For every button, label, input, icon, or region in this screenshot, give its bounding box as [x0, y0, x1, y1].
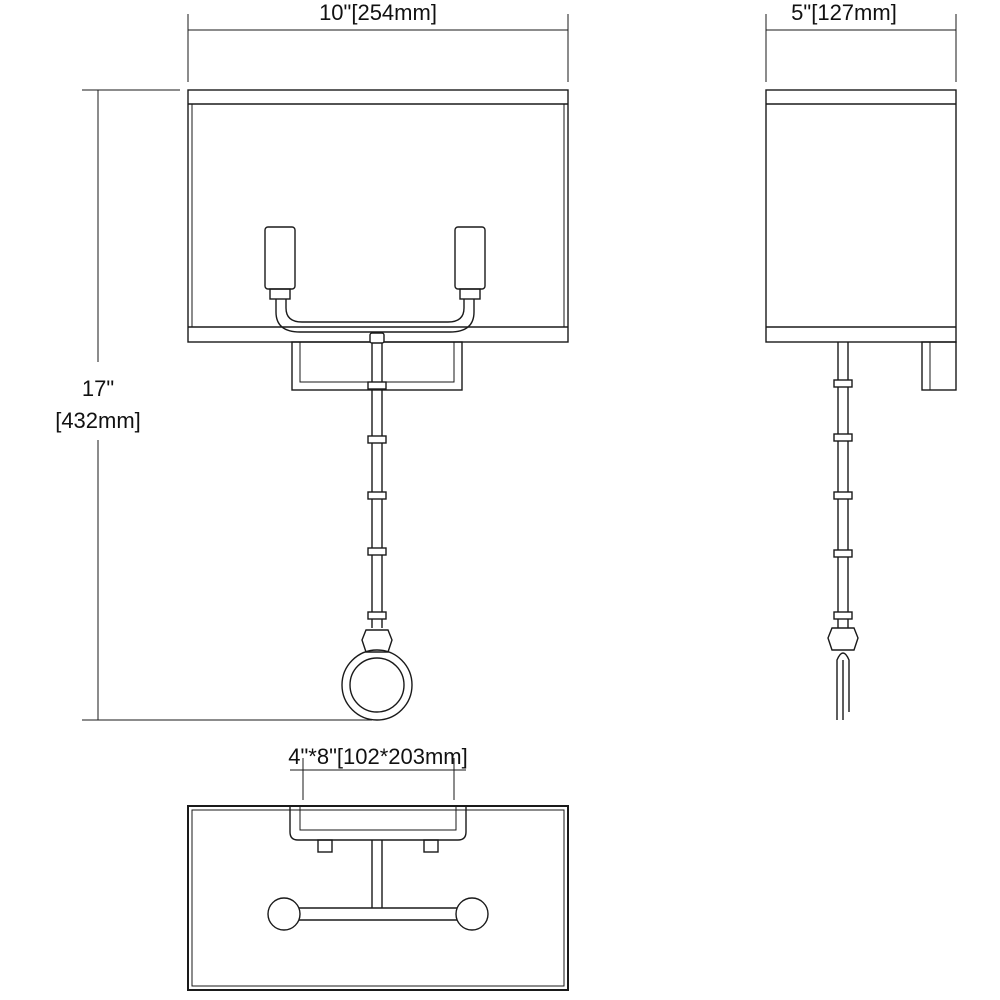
front-width-dimension: 10"[254mm]	[187, 0, 569, 82]
top-view: 4"*8"[102*203mm]	[187, 744, 569, 991]
front-shade	[187, 89, 569, 343]
front-width-label: 10"[254mm]	[319, 0, 437, 25]
front-candle-arms	[264, 226, 486, 333]
height-label-inches: 17"	[82, 376, 114, 401]
front-pull-rod	[341, 332, 413, 721]
top-shade	[187, 805, 569, 991]
side-shade	[765, 89, 957, 343]
front-view: 10"[254mm]	[55, 0, 569, 721]
side-depth-label: 5"[127mm]	[791, 0, 897, 25]
side-view: 5"[127mm]	[765, 0, 957, 720]
top-backplate	[289, 806, 467, 853]
height-label-mm: [432mm]	[55, 408, 141, 433]
height-dimension: 17" [432mm]	[55, 89, 372, 721]
backplate-dimension-label: 4"*8"[102*203mm]	[288, 744, 468, 769]
top-arms	[267, 840, 489, 931]
side-pull-rod	[827, 342, 859, 720]
side-depth-dimension: 5"[127mm]	[765, 0, 957, 82]
backplate-dimension: 4"*8"[102*203mm]	[288, 744, 468, 800]
side-backplate	[921, 341, 957, 391]
